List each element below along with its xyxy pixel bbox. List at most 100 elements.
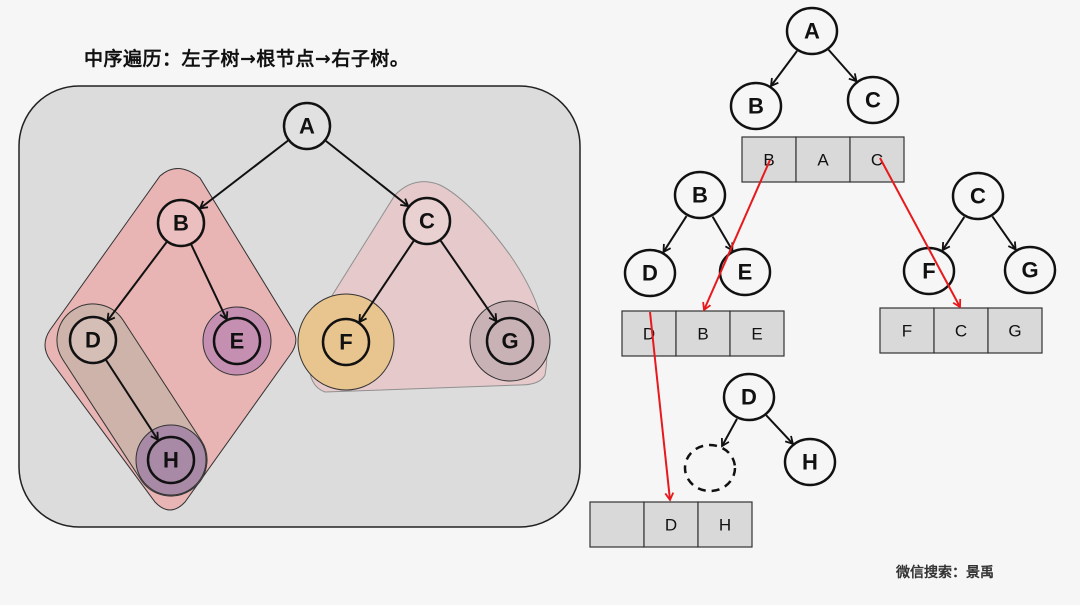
tree-node-c: C	[846, 75, 900, 125]
node-label: D	[642, 261, 658, 286]
node-label: F	[339, 330, 352, 355]
array-cell	[621, 310, 677, 357]
node-circle	[68, 315, 118, 365]
array-cell	[589, 501, 645, 548]
edge-arrow	[711, 216, 734, 252]
page-title: 中序遍历：左子树→根节点→右子树。	[84, 48, 410, 70]
edge-arrow	[106, 241, 168, 323]
array-cell	[795, 136, 851, 183]
tree-node-b: B	[156, 198, 206, 248]
edge-arrow	[662, 215, 688, 254]
edge-arrow	[721, 418, 738, 448]
tree-node-c: C	[402, 196, 452, 246]
node-label: C	[970, 184, 986, 209]
watermark: 微信搜索：景禹	[896, 565, 994, 581]
array-cell	[879, 307, 935, 354]
node-f-highlight	[297, 293, 395, 391]
tree-node-e: E	[212, 316, 262, 366]
tree-node-h: H	[783, 437, 837, 487]
node-circle	[402, 196, 452, 246]
node-circle	[485, 316, 535, 366]
edge-arrow	[769, 50, 798, 88]
tree-node-d: D	[68, 315, 118, 365]
tree-node-d: D	[623, 248, 677, 298]
array-cell	[643, 501, 699, 548]
node-label: B	[692, 183, 708, 208]
array-cell-label: E	[751, 325, 762, 344]
tree-node-a: A	[785, 6, 839, 56]
node-label: A	[299, 114, 315, 139]
tree-node-f: F	[321, 317, 371, 367]
edge-arrow	[991, 215, 1017, 252]
edge-arrow	[325, 140, 410, 208]
node-label: B	[173, 211, 189, 236]
array-cell	[741, 136, 797, 183]
node-circle	[785, 6, 839, 56]
edge-arrow	[190, 244, 229, 321]
tree-node-h: H	[146, 435, 196, 485]
tree-node-b: B	[673, 170, 727, 220]
node-circle	[282, 101, 332, 151]
node-label: D	[741, 385, 757, 410]
tree-node-g: G	[1003, 245, 1057, 295]
node-circle	[846, 75, 900, 125]
array-cell	[697, 501, 753, 548]
step-tree1: ABCBAC	[729, 6, 905, 183]
array-cell-label: C	[871, 151, 883, 170]
array-cell-label: H	[719, 516, 731, 535]
node-h-highlight	[135, 424, 207, 496]
step-tree3: C F G F C G	[879, 171, 1057, 354]
node-circle	[1003, 245, 1057, 295]
empty-node	[683, 443, 737, 493]
edge-arrow	[827, 49, 858, 83]
tree-node-f: F	[902, 246, 956, 296]
array-cell-label: C	[955, 322, 967, 341]
node-label: G	[501, 329, 518, 354]
array-cell	[729, 310, 785, 357]
node-label: B	[748, 94, 764, 119]
array-cell	[933, 307, 989, 354]
array-cell	[849, 136, 905, 183]
node-label: C	[865, 88, 881, 113]
edge-arrow	[358, 240, 415, 324]
node-label: D	[85, 328, 101, 353]
node-circle	[146, 435, 196, 485]
node-label: E	[738, 260, 753, 285]
node-circle	[729, 81, 783, 131]
node-circle	[623, 248, 677, 298]
array-cell-label: F	[902, 322, 912, 341]
node-circle	[673, 170, 727, 220]
edge-arrow	[105, 359, 159, 442]
node-label: G	[1021, 258, 1038, 283]
array-cell-label: B	[697, 325, 708, 344]
array-cell-label: G	[1008, 322, 1021, 341]
node-circle	[783, 437, 837, 487]
node-label: H	[802, 450, 818, 475]
inorder-array: BAC	[741, 136, 905, 183]
node-circle	[156, 198, 206, 248]
tree-node-a: A	[282, 101, 332, 151]
edge-arrow	[439, 240, 498, 323]
edge-arrow	[941, 216, 966, 252]
node-circle	[212, 316, 262, 366]
node-circle	[683, 443, 737, 493]
node-label: A	[804, 19, 820, 44]
node-circle	[951, 171, 1005, 221]
edge-arrow	[198, 139, 289, 210]
expand-arrow	[702, 159, 771, 312]
node-circle	[321, 317, 371, 367]
expand-arrow	[879, 157, 962, 309]
array-cell	[675, 310, 731, 357]
node-label: C	[419, 209, 435, 234]
edge-arrow	[765, 414, 795, 446]
tree-node-d: D	[722, 372, 776, 422]
tree-node-g: G	[485, 316, 535, 366]
array-cell-label: A	[817, 151, 829, 170]
node-label: F	[922, 259, 935, 284]
